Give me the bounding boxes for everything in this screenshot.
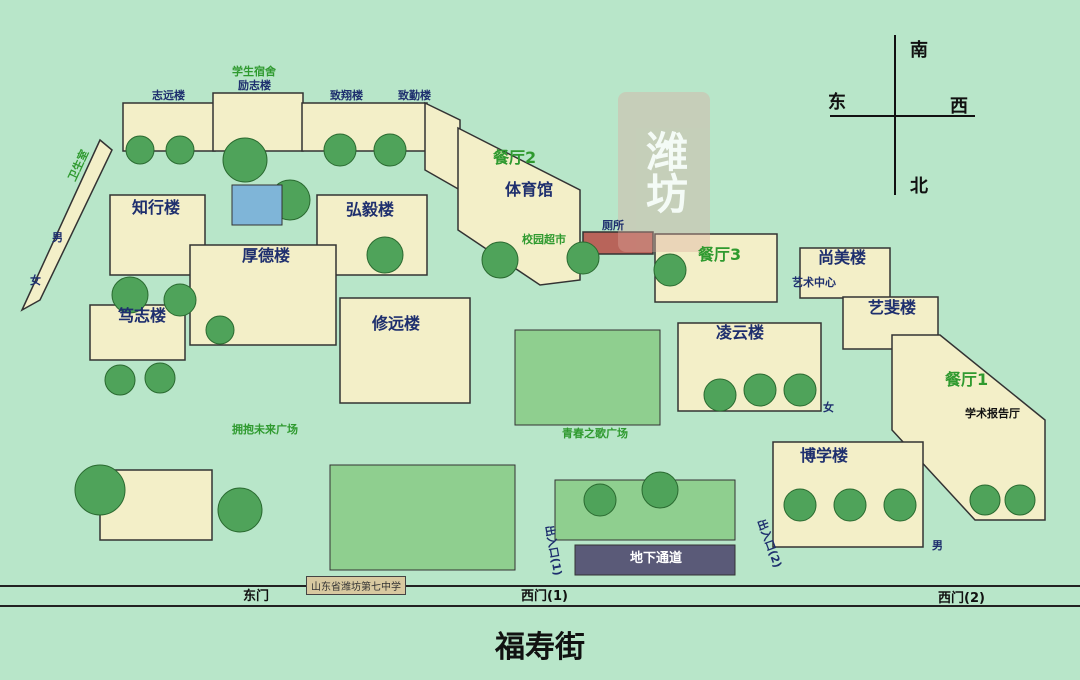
building-lizhi (212, 92, 304, 152)
label-zhiqin: 致勤楼 (398, 89, 431, 102)
compass-east: 东 (828, 92, 846, 113)
garden-south (329, 464, 516, 571)
tree (653, 253, 687, 287)
compass-north: 北 (910, 176, 928, 197)
building-zhixiang (301, 102, 428, 152)
tree (783, 373, 817, 407)
label-canting2: 餐厅2 (493, 148, 537, 167)
building-duzhi (89, 304, 186, 361)
tree (883, 488, 917, 522)
plaza2-garden (514, 329, 661, 426)
label-dorm: 学生宿舍 (232, 65, 276, 78)
label-boxue: 博学楼 (800, 446, 849, 465)
tree (217, 487, 263, 533)
label-toilet: 厕所 (602, 219, 624, 232)
label-female2: 女 (823, 401, 834, 414)
building-zhiqin (424, 101, 461, 192)
label-zhiyuan: 志远楼 (152, 89, 185, 102)
tree (481, 241, 519, 279)
tree (1004, 484, 1036, 516)
building-shangmei (799, 247, 891, 299)
building-xiuyuan (339, 297, 471, 404)
gate-east[interactable]: 东门 (243, 589, 270, 604)
compass-south: 南 (910, 40, 928, 61)
label-duzhi: 笃志楼 (118, 306, 167, 325)
tree (783, 488, 817, 522)
label-yifei: 艺斐楼 (868, 298, 917, 317)
tree (74, 464, 126, 516)
label-lizhi: 励志楼 (238, 79, 271, 92)
tree (165, 135, 195, 165)
tree (969, 484, 1001, 516)
label-tunnel: 地下通道 (630, 551, 683, 566)
label-lingyun: 凌云楼 (716, 323, 765, 342)
school-sign: 山东省潍坊第七中学 (306, 576, 406, 595)
label-xiuyuan: 修远楼 (372, 314, 421, 333)
building-canting1 (891, 334, 1046, 521)
tunnel (574, 544, 736, 576)
tree (111, 276, 149, 314)
gate-west-2[interactable]: 西门(2) (938, 591, 985, 606)
street-name: 福寿街 (495, 630, 585, 665)
tree (125, 135, 155, 165)
label-male1: 男 (52, 231, 63, 244)
label-houde: 厚德楼 (242, 246, 291, 265)
tree (163, 283, 197, 317)
tree (641, 471, 679, 509)
tree (323, 133, 357, 167)
label-male2: 男 (932, 539, 943, 552)
label-gym: 体育馆 (505, 180, 554, 199)
tree (373, 133, 407, 167)
watermark-logo: 潍坊 (618, 92, 710, 252)
label-zhixing: 知行楼 (132, 198, 181, 217)
compass-west: 西 (950, 96, 968, 117)
tree (703, 378, 737, 412)
tree (222, 137, 268, 183)
tree (833, 488, 867, 522)
building-clinic (20, 138, 113, 312)
gate-west-1[interactable]: 西门(1) (521, 589, 568, 604)
label-zhixiang: 致翔楼 (330, 89, 363, 102)
label-canting3: 餐厅3 (698, 245, 742, 264)
tree (144, 362, 176, 394)
tree (205, 315, 235, 345)
tree (566, 241, 600, 275)
label-female1: 女 (30, 274, 41, 287)
pond (231, 184, 283, 226)
tree (743, 373, 777, 407)
label-lecture: 学术报告厅 (965, 407, 1020, 420)
label-art: 艺术中心 (792, 276, 836, 289)
building-zhixing (109, 194, 206, 276)
label-shangmei: 尚美楼 (818, 248, 867, 267)
tree (104, 364, 136, 396)
tree (366, 236, 404, 274)
tree (583, 483, 617, 517)
label-plaza2: 青春之歌广场 (562, 427, 628, 440)
label-market: 校园超市 (522, 233, 566, 246)
label-plaza1: 拥抱未来广场 (232, 423, 298, 436)
label-canting1: 餐厅1 (945, 370, 989, 389)
label-hongyi: 弘毅楼 (346, 200, 395, 219)
